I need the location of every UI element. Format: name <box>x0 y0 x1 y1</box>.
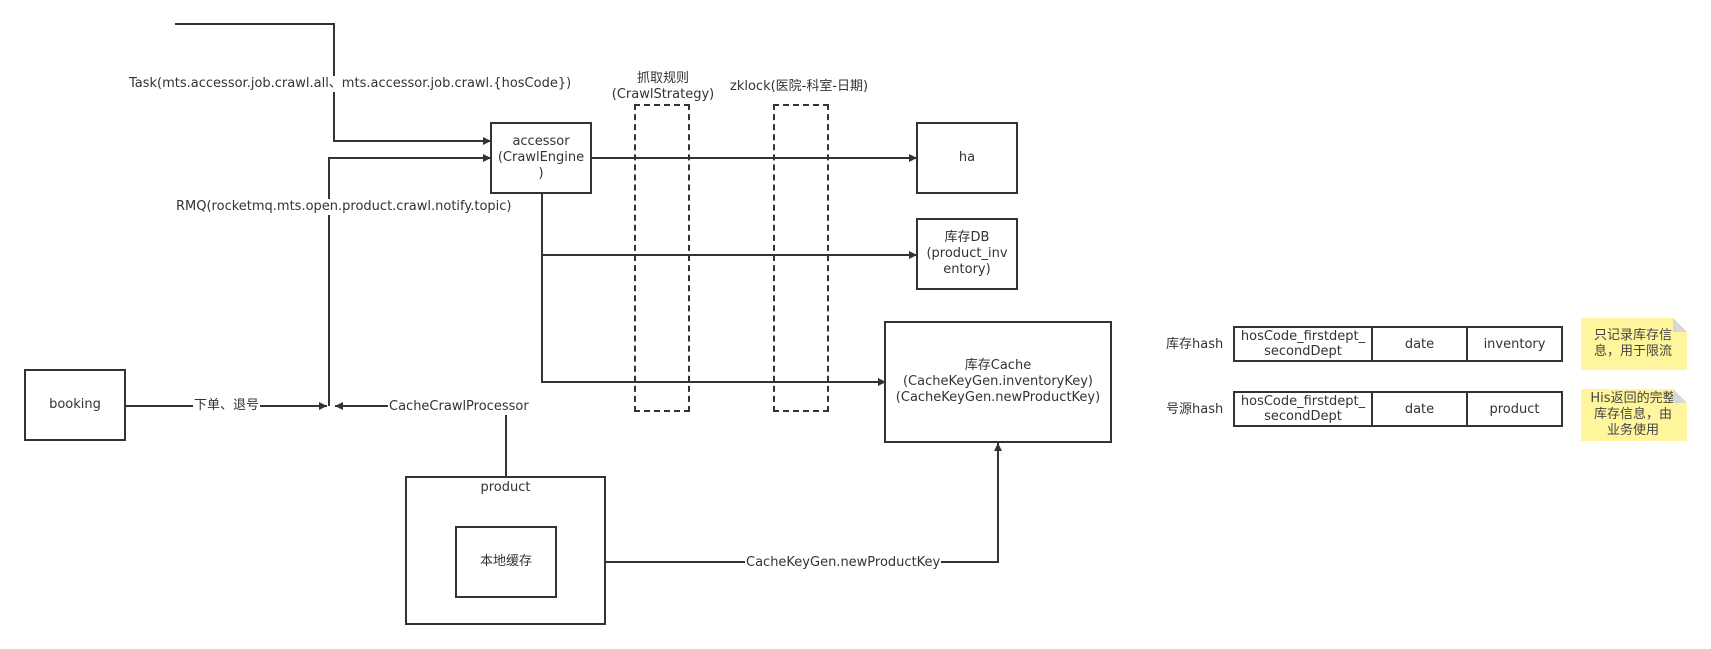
accessor-to-db-arrow <box>541 194 917 259</box>
product-hash-label: 号源hash <box>1166 402 1224 417</box>
booking-node: booking <box>24 369 126 441</box>
product-hash-date-cell: date <box>1371 391 1468 427</box>
order-refund-label: 下单、退号 <box>193 398 261 414</box>
crawl-strategy-dashed-lane <box>634 104 690 412</box>
inventory-hash-note: 只记录库存信 息，用于限流 <box>1581 318 1687 370</box>
new-product-key-label: CacheKeyGen.newProductKey <box>745 555 942 571</box>
inventory-hash-label: 库存hash <box>1166 337 1224 352</box>
inventory-hash-key-cell: hosCode_firstdept_ secondDept <box>1233 326 1373 362</box>
inventory-cache-node: 库存Cache (CacheKeyGen.inventoryKey) (Cach… <box>884 321 1112 443</box>
zklock-label: zklock(医院-科室-日期) <box>730 79 869 94</box>
local-cache-to-cache-arrow <box>557 443 1002 563</box>
rmq-label: RMQ(rocketmq.mts.open.product.crawl.noti… <box>175 199 513 215</box>
accessor-to-cache-arrow <box>541 255 886 386</box>
inventory-hash-note-fold <box>1673 318 1687 332</box>
rmq-arrow <box>328 154 491 406</box>
processor-to-rmq-arrow <box>335 402 507 476</box>
inventory-db-node: 库存DB (product_inv entory) <box>916 218 1018 290</box>
local-cache-node: 本地缓存 <box>455 526 557 598</box>
product-hash-key-cell: hosCode_firstdept_ secondDept <box>1233 391 1373 427</box>
inventory-hash-date-cell: date <box>1371 326 1468 362</box>
product-hash-value-cell: product <box>1466 391 1563 427</box>
crawl-strategy-label: 抓取规则 (CrawlStrategy) <box>611 71 715 102</box>
ha-node: ha <box>916 122 1018 194</box>
cache-crawl-processor-label: CacheCrawlProcessor <box>388 399 530 415</box>
product-hash-note-fold <box>1673 389 1687 403</box>
inventory-hash-value-cell: inventory <box>1466 326 1563 362</box>
product-hash-note: His返回的完整 库存信息，由 业务使用 <box>1581 389 1687 441</box>
task-label: Task(mts.accessor.job.crawl.all、mts.acce… <box>128 76 573 92</box>
accessor-node: accessor (CrawlEngine ) <box>490 122 592 194</box>
product-label: product <box>480 480 531 495</box>
zklock-dashed-lane <box>773 104 829 412</box>
